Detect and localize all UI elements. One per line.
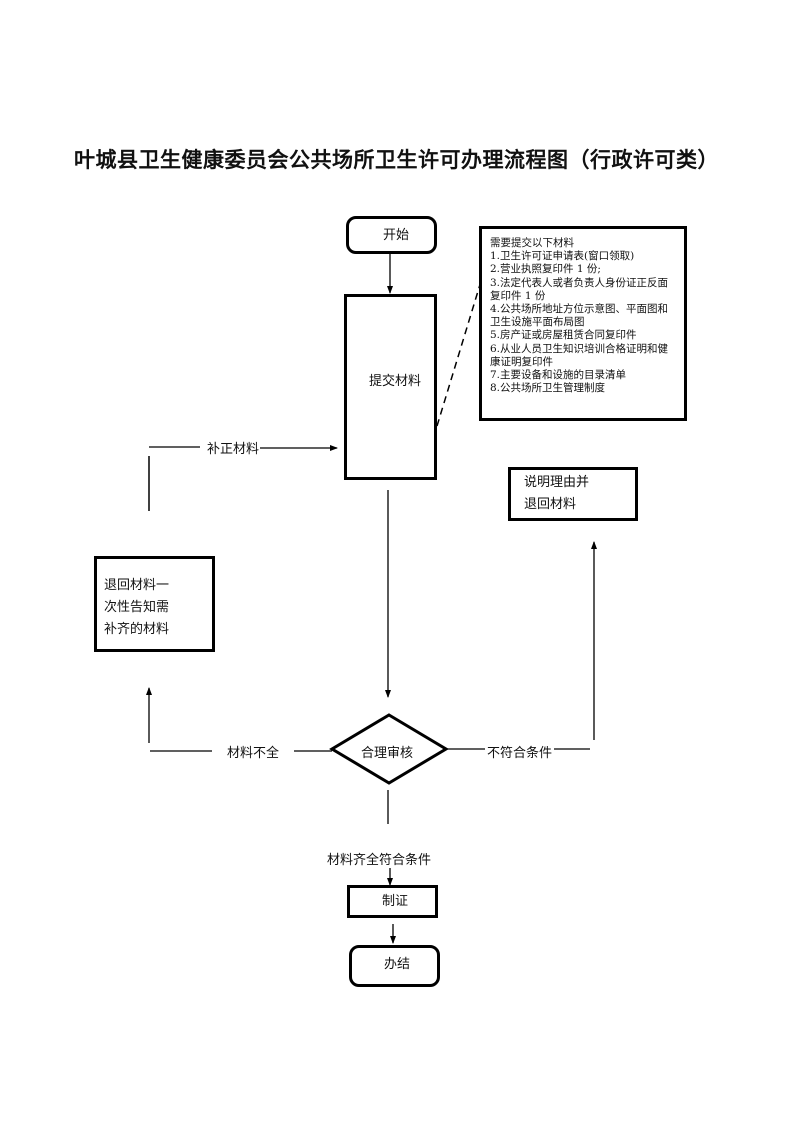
review-diamond xyxy=(329,713,449,785)
issue-label: 制证 xyxy=(382,894,409,909)
submit-materials-node: 提交材料 xyxy=(344,294,437,480)
start-label: 开始 xyxy=(383,228,410,243)
requirement-item: 4.公共场所地址方位示意图、平面图和卫生设施平面布局图 xyxy=(490,303,669,329)
submit-label: 提交材料 xyxy=(369,374,422,389)
requirement-item: 5.房产证或房屋租赁合同复印件 xyxy=(490,329,637,342)
finish-label: 办结 xyxy=(384,957,411,972)
explain-return-line: 说明理由并 xyxy=(524,475,590,490)
edge-label-not-qualified: 不符合条件 xyxy=(485,742,555,761)
dashed-link-requirements xyxy=(436,277,483,427)
edge-label-qualified: 材料齐全符合条件 xyxy=(327,853,432,868)
finish-node: 办结 xyxy=(349,945,440,987)
issue-certificate-node: 制证 xyxy=(347,885,438,918)
return-notify-line: 补齐的材料 xyxy=(104,622,170,637)
edge-label-incomplete: 材料不全 xyxy=(227,746,280,761)
requirements-heading: 需要提交以下材料 xyxy=(490,237,574,249)
edge-label-supplement: 补正材料 xyxy=(207,442,260,457)
requirement-item: 1.卫生许可证申请表(窗口领取) xyxy=(490,250,635,263)
return-notify-line: 次性告知需 xyxy=(104,600,170,615)
return-notify-node: 退回材料一 次性告知需 补齐的材料 xyxy=(94,556,215,652)
requirement-item: 2.营业执照复印件 1 份; xyxy=(490,263,601,276)
explain-return-node: 说明理由并 退回材料 xyxy=(508,467,638,521)
requirement-item: 8.公共场所卫生管理制度 xyxy=(490,382,606,395)
requirement-item: 7.主要设备和设施的目录清单 xyxy=(490,369,627,382)
requirement-item: 3.法定代表人或者负责人身份证正反面复印件 1 份 xyxy=(490,276,669,302)
page-title: 叶城县卫生健康委员会公共场所卫生许可办理流程图（行政许可类） xyxy=(74,147,719,172)
review-label: 合理审核 xyxy=(361,746,414,761)
start-node: 开始 xyxy=(346,216,437,254)
requirements-box: 需要提交以下材料 1.卫生许可证申请表(窗口领取) 2.营业执照复印件 1 份;… xyxy=(479,226,687,421)
explain-return-line: 退回材料 xyxy=(524,497,577,512)
return-notify-line: 退回材料一 xyxy=(104,578,170,593)
requirement-item: 6.从业人员卫生知识培训合格证明和健康证明复印件 xyxy=(490,342,669,368)
